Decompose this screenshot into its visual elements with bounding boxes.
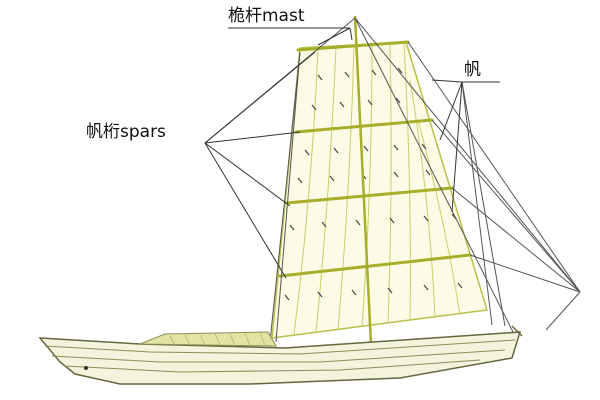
deck-house [139, 331, 277, 347]
spar-4 [278, 253, 472, 278]
label-sail: 帆 [464, 60, 481, 80]
hull [38, 331, 522, 385]
hull-planking [44, 339, 516, 373]
spar-3 [285, 186, 454, 205]
mast [353, 15, 373, 346]
label-mast: 桅杆mast [228, 6, 305, 26]
spars [278, 40, 472, 278]
deck-house-hatching [169, 332, 266, 347]
bow-post [511, 325, 523, 337]
spar-1 [296, 40, 410, 52]
hull-port [84, 366, 88, 370]
label-spars: 帆桁spars [86, 122, 166, 142]
spar-2 [294, 118, 434, 134]
pointer-lines [204, 27, 500, 279]
sail-marks [284, 67, 463, 301]
sail-seams [293, 42, 461, 336]
